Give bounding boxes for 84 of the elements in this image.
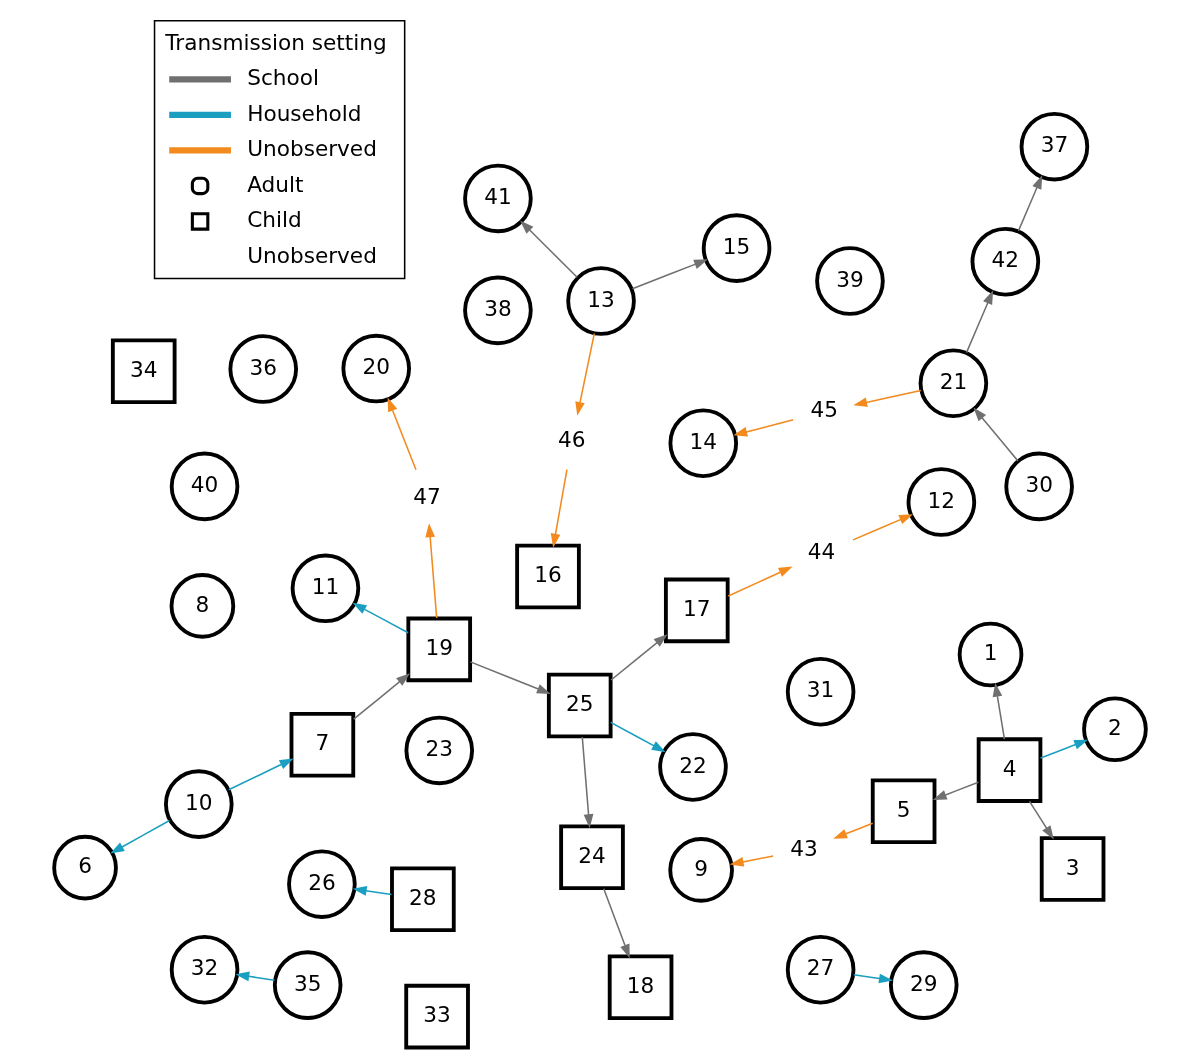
node-box: 18 bbox=[607, 954, 674, 1021]
node-box: 19 bbox=[406, 616, 473, 683]
arrow bbox=[425, 523, 438, 619]
arrow bbox=[631, 259, 708, 290]
legend-label: Child bbox=[247, 207, 302, 233]
legend-label: Household bbox=[247, 100, 362, 126]
arrow bbox=[733, 418, 794, 437]
node-circle: 15 bbox=[701, 213, 772, 283]
node-box: 17 bbox=[663, 577, 730, 644]
arrow bbox=[853, 973, 893, 984]
node-circle: 8 bbox=[169, 573, 236, 639]
label: Transmission setting bbox=[165, 29, 387, 55]
arrow bbox=[609, 721, 666, 753]
node-circle: 22 bbox=[658, 732, 728, 802]
node-circle: 37 bbox=[1019, 111, 1090, 182]
node-text: 45 bbox=[810, 397, 839, 423]
legend-label: Unobserved bbox=[247, 136, 377, 162]
node-text: 46 bbox=[558, 427, 586, 453]
node-circle: 1 bbox=[957, 621, 1024, 688]
node-box: 7 bbox=[289, 711, 356, 778]
arrow bbox=[469, 661, 551, 694]
arrow bbox=[852, 514, 914, 541]
arrow bbox=[610, 634, 668, 681]
node-circle: 21 bbox=[918, 348, 989, 419]
arrow bbox=[603, 887, 630, 959]
arrow bbox=[1028, 800, 1054, 840]
arrow bbox=[352, 886, 393, 896]
node-circle: 12 bbox=[906, 467, 977, 537]
node-circle: 39 bbox=[815, 246, 885, 316]
node-circle: 13 bbox=[566, 266, 636, 336]
node-text: 47 bbox=[413, 483, 441, 509]
node-text: 43 bbox=[790, 835, 818, 861]
node-box: 5 bbox=[870, 778, 937, 844]
node-circle: 42 bbox=[970, 226, 1041, 297]
node-text: 44 bbox=[807, 539, 836, 565]
arrow bbox=[833, 822, 874, 839]
node-box: 16 bbox=[515, 543, 581, 610]
arrow bbox=[110, 819, 171, 854]
arrow bbox=[581, 736, 594, 829]
arrow bbox=[520, 220, 578, 278]
node-circle: 27 bbox=[785, 934, 856, 1005]
node-box: 24 bbox=[559, 824, 625, 890]
node-box: 28 bbox=[390, 866, 456, 933]
node-box: 4 bbox=[976, 737, 1043, 803]
node-circle: 30 bbox=[1004, 451, 1074, 522]
node-circle: 26 bbox=[287, 849, 357, 919]
node-circle: 38 bbox=[463, 275, 533, 346]
arrow bbox=[1039, 739, 1089, 759]
node-circle: 9 bbox=[668, 837, 734, 903]
arrow bbox=[575, 332, 596, 416]
node-circle: 6 bbox=[52, 834, 118, 901]
node-box: 33 bbox=[404, 983, 470, 1050]
node-circle: 20 bbox=[341, 333, 411, 404]
arrow bbox=[352, 602, 409, 634]
node-circle: 14 bbox=[668, 408, 739, 478]
arrow bbox=[965, 290, 994, 354]
arrow bbox=[235, 971, 276, 982]
arrow bbox=[550, 468, 568, 548]
legend-label: Adult bbox=[247, 171, 304, 197]
node-circle: 11 bbox=[290, 553, 361, 624]
node-circle: 32 bbox=[169, 934, 240, 1005]
arrow bbox=[727, 566, 793, 597]
node-box: 34 bbox=[110, 338, 177, 404]
node-circle: 23 bbox=[404, 715, 475, 786]
node-circle: 40 bbox=[169, 451, 240, 522]
arrow bbox=[352, 673, 411, 720]
arrow bbox=[1017, 175, 1043, 232]
node-box: 3 bbox=[1039, 836, 1106, 902]
arrow bbox=[992, 682, 1006, 740]
legend-label: School bbox=[247, 65, 319, 91]
arrow bbox=[387, 397, 417, 471]
node-box: 25 bbox=[546, 672, 613, 739]
arrow bbox=[932, 781, 980, 800]
node-circle: 2 bbox=[1082, 696, 1148, 763]
node-circle: 29 bbox=[888, 950, 959, 1020]
arrow bbox=[729, 855, 774, 867]
node-circle: 35 bbox=[272, 950, 343, 1020]
legend-label: Unobserved bbox=[247, 242, 377, 268]
node-circle: 36 bbox=[228, 334, 298, 404]
node-circle: 10 bbox=[164, 769, 234, 839]
node-circle: 31 bbox=[785, 656, 856, 727]
arrow bbox=[853, 389, 922, 407]
arrow bbox=[973, 407, 1019, 462]
arrow bbox=[227, 758, 294, 791]
